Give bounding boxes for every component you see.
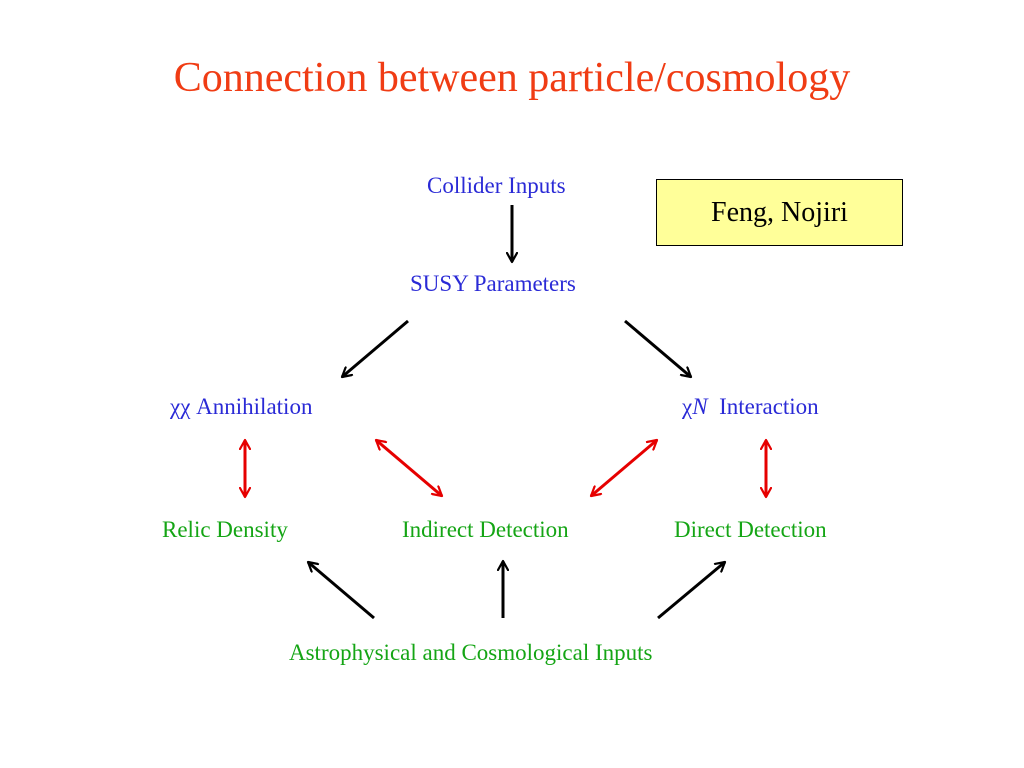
collider-inputs-label: Collider Inputs: [427, 173, 566, 198]
arrow-annihilation-indirect: [376, 438, 442, 498]
interaction-n: N: [692, 394, 708, 419]
relic-density-label: Relic Density: [162, 517, 288, 542]
indirect-detection-label: Indirect Detection: [402, 517, 569, 542]
astro-inputs-label: Astrophysical and Cosmological Inputs: [289, 640, 653, 665]
arrow-susy-to-annihilation: [342, 319, 409, 379]
interaction-label: χN Interaction: [682, 393, 819, 421]
slide-title: Connection between particle/cosmology: [173, 55, 851, 101]
annihilation-symbol: χχ: [170, 394, 191, 419]
annihilation-word: Annihilation: [196, 394, 313, 419]
arrow-astro-to-direct: [657, 560, 725, 620]
arrow-susy-to-interaction: [624, 319, 691, 379]
arrow-astro-to-relic: [308, 560, 375, 620]
interaction-word: Interaction: [719, 394, 819, 419]
susy-parameters-label: SUSY Parameters: [410, 271, 576, 296]
direct-detection-label: Direct Detection: [674, 517, 827, 542]
arrow-interaction-indirect: [591, 438, 657, 498]
credit-box: Feng, Nojiri: [656, 179, 903, 246]
credit-text: Feng, Nojiri: [711, 196, 848, 228]
annihilation-label: χχ Annihilation: [170, 393, 312, 421]
interaction-chi: χ: [682, 394, 693, 419]
